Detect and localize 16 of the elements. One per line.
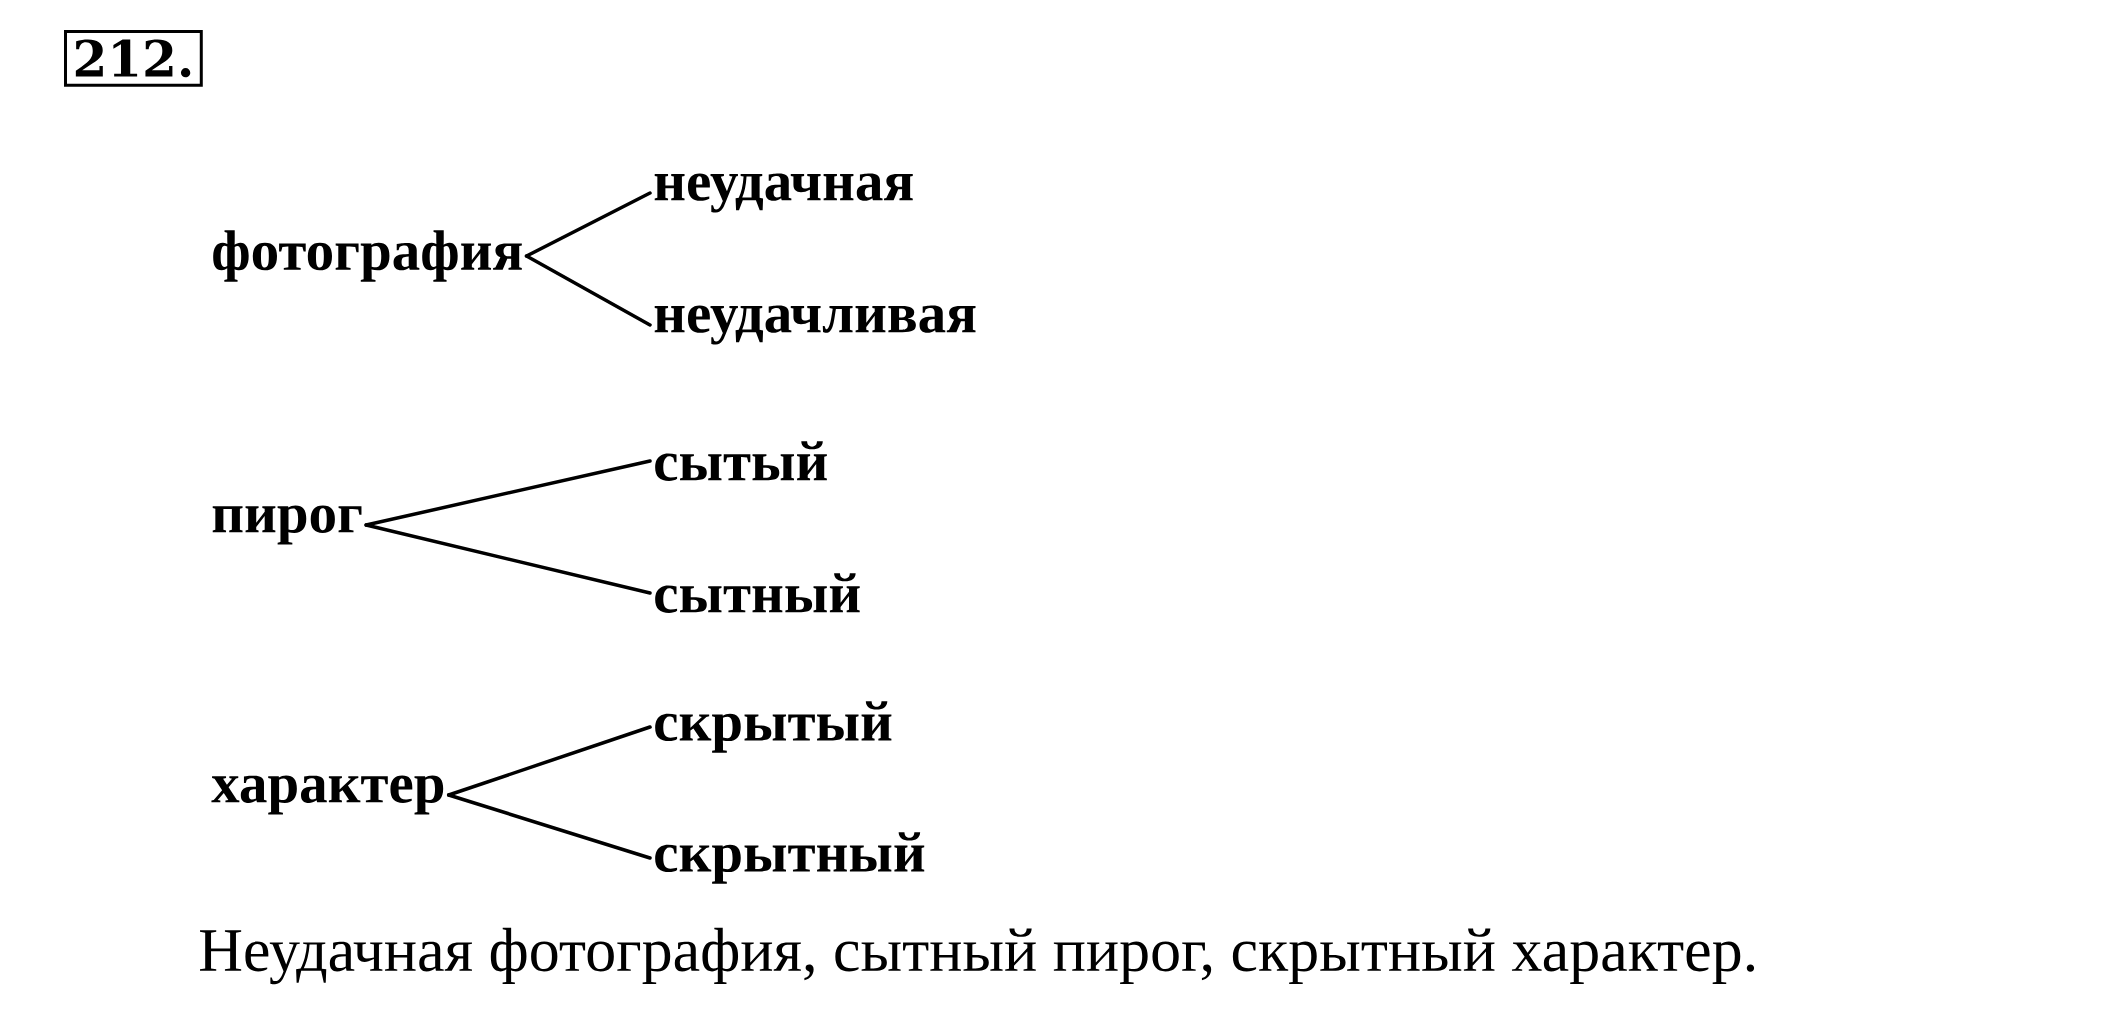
- answer-sentence: Неудачная фотография, сытный пирог, скрытный характер.: [200, 927, 1755, 985]
- branch-line: [524, 254, 652, 327]
- exercise-number: 212.: [64, 30, 203, 87]
- word: фотография: [213, 230, 522, 282]
- branch-line: [524, 191, 652, 258]
- word: неудачливая: [654, 305, 976, 345]
- branch-line: [446, 793, 652, 860]
- word: неудачная: [654, 173, 913, 213]
- word: характер: [211, 775, 444, 815]
- word: скрытый: [655, 701, 892, 753]
- branch-line: [364, 459, 652, 527]
- word: пирог: [212, 505, 362, 545]
- word: скрытный: [655, 832, 925, 884]
- branch-line: [364, 523, 652, 595]
- word: сытый: [655, 441, 827, 481]
- word: сытный: [655, 573, 860, 613]
